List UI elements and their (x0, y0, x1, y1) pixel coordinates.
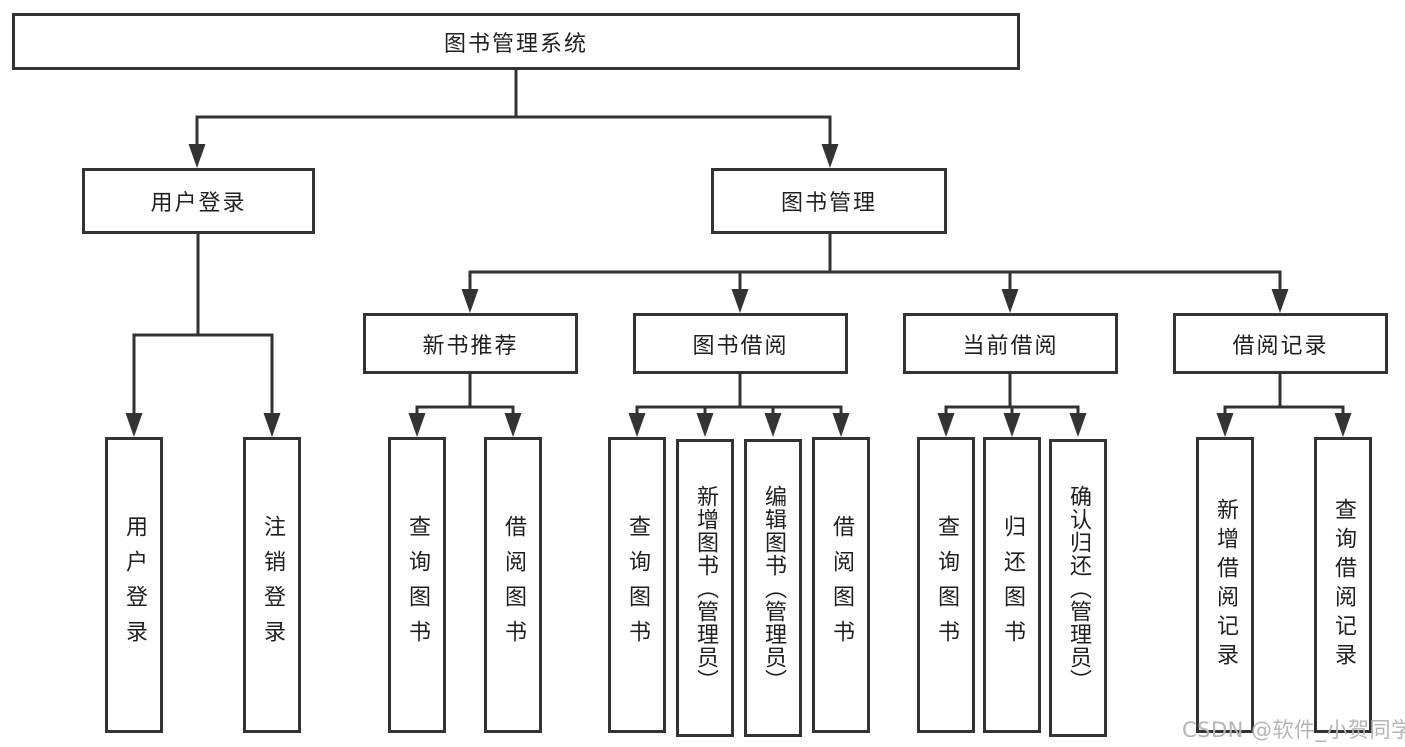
node-label: 归还图书 (1000, 515, 1025, 655)
node-label: 用户登录 (150, 191, 247, 216)
node-label: 用户登录 (122, 515, 147, 655)
leaf-confirm-return-admin: 确认归还（管理员） (1049, 439, 1107, 737)
node-label: 借阅记录 (1232, 333, 1329, 359)
node-label: 注销登录 (260, 515, 285, 655)
leaf-add-books-admin: 新增图书（管理员） (676, 439, 734, 737)
node-label: 借阅图书 (501, 515, 526, 655)
leaf-query-books-2: 查询图书 (608, 437, 666, 733)
csdn-watermark: CSDN @软件_小贺同学 (1182, 718, 1405, 742)
node-label: 图书借阅 (692, 333, 789, 359)
connector-bookmgmt-to-level3 (468, 232, 1282, 294)
node-label: 编辑图书（管理员） (761, 484, 786, 692)
node-label: 当前借阅 (962, 333, 1059, 359)
leaf-borrow-books-1: 借阅图书 (484, 437, 542, 733)
connector-newbook-to-leaves (415, 372, 515, 418)
node-label: 查询图书 (625, 515, 650, 655)
connector-currentborrow-to-leaves (944, 372, 1080, 418)
node-label: 查询图书 (405, 515, 430, 655)
node-label: 借阅图书 (829, 515, 854, 655)
node-label: 查询借阅记录 (1331, 498, 1356, 672)
leaf-user-login: 用户登录 (105, 437, 163, 733)
node-borrow-record: 借阅记录 (1173, 313, 1388, 374)
leaf-query-borrow-record: 查询借阅记录 (1314, 437, 1372, 733)
node-label: 查询图书 (934, 515, 959, 655)
node-user-login: 用户登录 (82, 168, 315, 234)
node-label: 图书管理系统 (443, 31, 588, 57)
leaf-logout: 注销登录 (243, 437, 301, 733)
node-label: 新增借阅记录 (1213, 498, 1238, 672)
node-label: 确认归还（管理员） (1066, 484, 1091, 692)
connector-userlogin-to-leaves (132, 232, 274, 418)
leaf-add-borrow-record: 新增借阅记录 (1196, 437, 1254, 733)
node-book-borrow: 图书借阅 (633, 313, 848, 374)
node-label: 图书管理 (780, 191, 877, 216)
leaf-return-books: 归还图书 (983, 437, 1041, 733)
leaf-query-books-1: 查询图书 (388, 437, 446, 733)
leaf-edit-books-admin: 编辑图书（管理员） (744, 439, 802, 737)
leaf-query-books-3: 查询图书 (917, 437, 975, 733)
node-label: 新增图书（管理员） (693, 484, 718, 692)
node-library-management-system: 图书管理系统 (12, 13, 1020, 70)
connector-bookborrow-to-leaves (635, 372, 843, 418)
node-current-borrow: 当前借阅 (903, 313, 1118, 374)
connector-root-to-level2 (195, 68, 832, 150)
node-label: 新书推荐 (422, 333, 519, 359)
leaf-borrow-books-2: 借阅图书 (812, 437, 870, 733)
connector-borrowrecord-to-leaves (1223, 372, 1345, 418)
node-book-management: 图书管理 (711, 168, 947, 234)
node-new-book-recommend: 新书推荐 (363, 313, 578, 374)
